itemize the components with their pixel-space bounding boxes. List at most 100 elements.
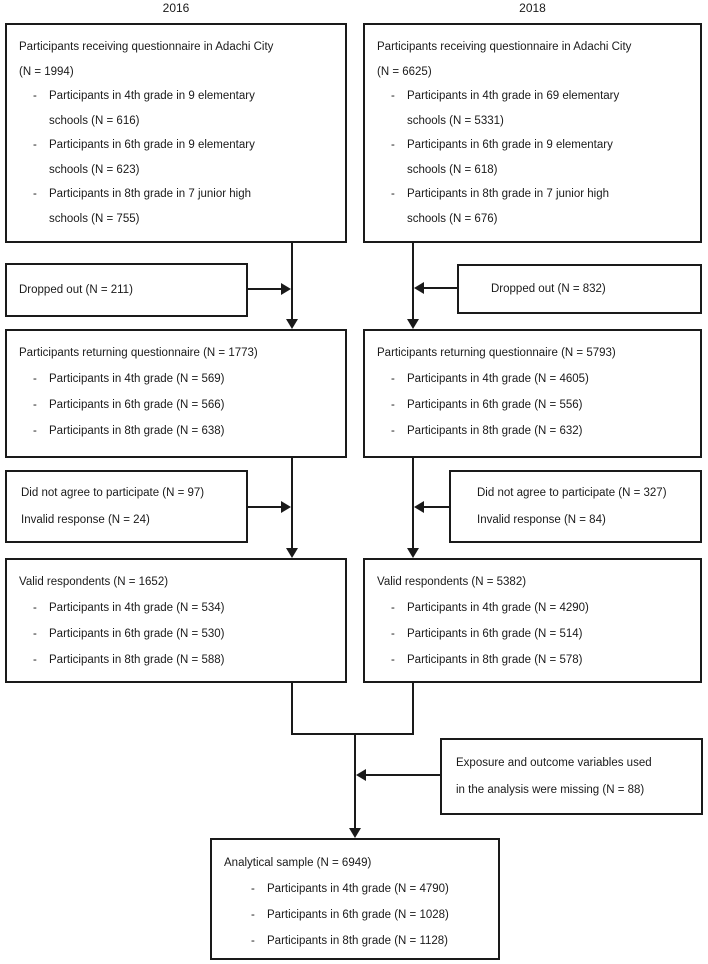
box-title-line: Did not agree to participate (N = 97) [21, 486, 205, 499]
bullet-dash: - [391, 425, 395, 437]
item-line: Participants in 4th grade (N = 569) [49, 373, 225, 385]
flow-line-left-1 [291, 243, 293, 319]
missing-arrow-line [366, 774, 440, 776]
item-line: Participants in 6th grade (N = 530) [49, 628, 225, 640]
list-item: - Participants in 8th grade in 7 junior … [377, 182, 694, 231]
arrowhead-down-icon [407, 319, 419, 329]
item-line: schools (N = 618) [407, 163, 498, 176]
list-item: - Participants in 8th grade (N = 1128) [224, 928, 492, 954]
bullet-dash: - [391, 654, 395, 666]
box-title-line: Valid respondents (N = 1652) [19, 576, 169, 588]
item-line: Participants in 4th grade (N = 4605) [407, 373, 589, 385]
bullet-dash: - [33, 373, 37, 385]
box-title-line: Analytical sample (N = 6949) [224, 857, 372, 869]
arrowhead-down-icon [286, 319, 298, 329]
dropped-arrow-line-2018 [424, 287, 457, 289]
flow-line-left-3 [291, 683, 293, 735]
flow-line-left-2 [291, 458, 293, 548]
box-title-line: Valid respondents (N = 5382) [377, 576, 527, 588]
list-item: - Participants in 4th grade (N = 534) [19, 595, 339, 621]
box-title-line: Invalid response (N = 84) [477, 513, 606, 526]
box-title-line: (N = 6625) [377, 65, 432, 78]
list-item: - Participants in 8th grade (N = 638) [19, 418, 339, 444]
dropped-out-box-2018: Dropped out (N = 832) [457, 264, 702, 314]
arrowhead-right-icon [281, 283, 291, 295]
bullet-dash: - [251, 883, 255, 895]
list-item: - Participants in 6th grade (N = 530) [19, 621, 339, 647]
item-line: schools (N = 676) [407, 212, 498, 225]
arrowhead-down-icon [349, 828, 361, 838]
flow-line-center [354, 735, 356, 828]
excluded-arrow-line-2018 [424, 506, 449, 508]
bullet-dash: - [391, 90, 395, 102]
bullet-dash: - [251, 935, 255, 947]
bullet-dash: - [391, 373, 395, 385]
list-item: - Participants in 8th grade in 7 junior … [19, 182, 339, 231]
item-line: Participants in 8th grade (N = 578) [407, 654, 583, 666]
item-line: Participants in 8th grade (N = 632) [407, 425, 583, 437]
box-title-line: Dropped out (N = 211) [19, 284, 133, 296]
box-title-line: in the analysis were missing (N = 88) [456, 783, 645, 796]
item-line: schools (N = 616) [49, 114, 140, 127]
list-item: - Participants in 4th grade in 69 elemen… [377, 84, 694, 133]
list-item: - Participants in 8th grade (N = 578) [377, 647, 694, 673]
box-title-line: Participants receiving questionnaire in … [19, 41, 274, 53]
item-line: Participants in 6th grade (N = 566) [49, 399, 225, 411]
list-item: - Participants in 4th grade (N = 4605) [377, 366, 694, 392]
list-item: - Participants in 6th grade in 9 element… [377, 133, 694, 182]
flow-line-right-3 [412, 683, 414, 735]
item-line: Participants in 6th grade in 9 elementar… [49, 139, 255, 151]
bullet-dash: - [391, 139, 395, 151]
excluded-arrow-line-2016 [248, 506, 281, 508]
item-line: Participants in 6th grade (N = 514) [407, 628, 583, 640]
list-item: - Participants in 4th grade in 9 element… [19, 84, 339, 133]
flow-line-right-2 [412, 458, 414, 548]
bullet-dash: - [33, 139, 37, 151]
list-item: - Participants in 8th grade (N = 632) [377, 418, 694, 444]
bullet-dash: - [33, 628, 37, 640]
item-line: Participants in 6th grade (N = 556) [407, 399, 583, 411]
bullet-dash: - [33, 654, 37, 666]
item-line: Participants in 4th grade (N = 534) [49, 602, 225, 614]
list-item: - Participants in 4th grade (N = 569) [19, 366, 339, 392]
box-title-line: Dropped out (N = 832) [491, 283, 606, 295]
list-item: - Participants in 4th grade (N = 4290) [377, 595, 694, 621]
valid-box-2016: Valid respondents (N = 1652) - Participa… [5, 558, 347, 683]
box-title-line: Invalid response (N = 24) [21, 513, 150, 526]
valid-box-2018: Valid respondents (N = 5382) - Participa… [363, 558, 702, 683]
bullet-dash: - [391, 188, 395, 200]
arrowhead-down-icon [407, 548, 419, 558]
box-title-line: Did not agree to participate (N = 327) [477, 486, 667, 499]
box-title-line: Exposure and outcome variables used [456, 756, 652, 769]
bullet-dash: - [33, 425, 37, 437]
returning-box-2018: Participants returning questionnaire (N … [363, 329, 702, 458]
item-line: Participants in 8th grade (N = 638) [49, 425, 225, 437]
bullet-dash: - [391, 399, 395, 411]
list-item: - Participants in 6th grade in 9 element… [19, 133, 339, 182]
arrowhead-left-icon [414, 282, 424, 294]
column-header-2018: 2018 [519, 1, 546, 15]
item-line: Participants in 4th grade in 9 elementar… [49, 90, 255, 102]
item-line: schools (N = 5331) [407, 114, 504, 127]
item-line: Participants in 8th grade (N = 1128) [267, 935, 449, 947]
list-item: - Participants in 6th grade (N = 1028) [224, 902, 492, 928]
dropped-out-box-2016: Dropped out (N = 211) [5, 263, 248, 317]
excluded-box-2016: Did not agree to participate (N = 97) In… [5, 470, 248, 543]
box-title-line: (N = 1994) [19, 65, 74, 78]
merge-connector-line [291, 733, 414, 735]
bullet-dash: - [33, 188, 37, 200]
item-line: Participants in 4th grade in 69 elementa… [407, 90, 620, 102]
arrowhead-left-icon [356, 769, 366, 781]
box-title-line: Participants returning questionnaire (N … [19, 347, 258, 359]
item-line: Participants in 6th grade in 9 elementar… [407, 139, 613, 151]
column-header-2016: 2016 [162, 1, 190, 15]
excluded-box-2018: Did not agree to participate (N = 327) I… [449, 470, 702, 543]
item-line: schools (N = 755) [49, 212, 140, 225]
bullet-dash: - [391, 628, 395, 640]
missing-variables-box: Exposure and outcome variables used in t… [440, 738, 703, 815]
dropped-arrow-line-2016 [248, 288, 281, 290]
item-line: Participants in 4th grade (N = 4790) [267, 883, 449, 895]
list-item: - Participants in 6th grade (N = 556) [377, 392, 694, 418]
item-line: schools (N = 623) [49, 163, 140, 176]
item-line: Participants in 6th grade (N = 1028) [267, 909, 449, 921]
